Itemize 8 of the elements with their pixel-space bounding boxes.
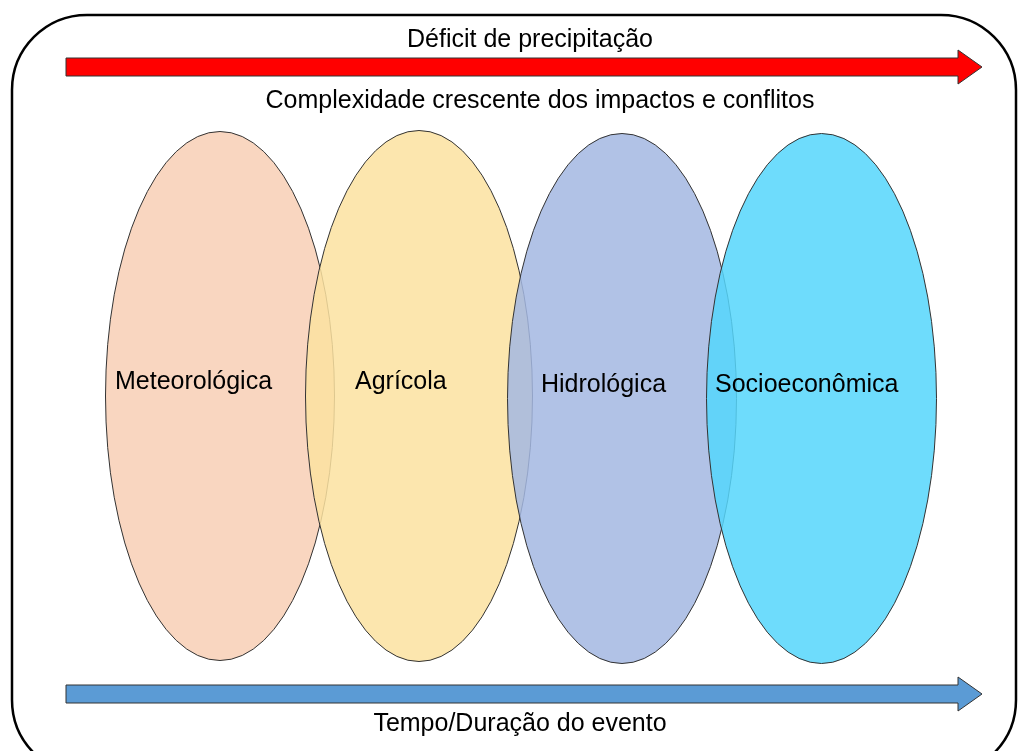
ellipse-label: Socioeconômica: [715, 368, 899, 398]
arrow-label: Déficit de precipitação: [407, 24, 653, 53]
category-ellipse: [706, 133, 937, 664]
subtitle: Complexidade crescente dos impactos e conflitos: [265, 85, 815, 114]
ellipse-label: Hidrológica: [541, 368, 667, 398]
arrow-label: Tempo/Duração do evento: [373, 708, 667, 737]
ellipse-label: Agrícola: [355, 366, 447, 395]
ellipse-label: Meteorológica: [115, 366, 273, 395]
